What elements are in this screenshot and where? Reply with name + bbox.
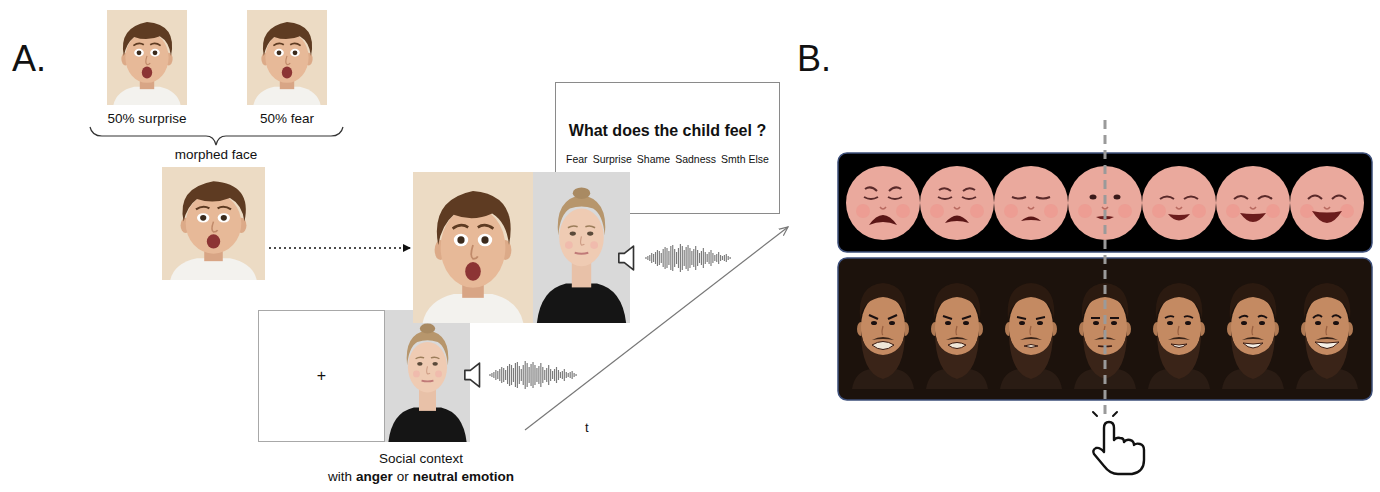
eyes	[938, 188, 976, 199]
hand-pointer-icon	[1093, 422, 1144, 474]
eyes	[864, 187, 902, 199]
baby-expression	[1012, 197, 1050, 221]
caption-line: withangerorneutral emotion	[326, 468, 516, 486]
mouth	[1243, 343, 1263, 348]
mouth	[1315, 342, 1339, 349]
caption-text: or	[397, 468, 409, 486]
mouth	[945, 216, 969, 224]
eyebrows	[869, 315, 897, 319]
eyebrows	[1165, 316, 1193, 318]
question-screen: What does the child feel ? Fear Surprise Sh…	[555, 82, 780, 214]
answer-option: Surprise	[593, 153, 632, 166]
mouth	[1021, 217, 1041, 222]
baby-face	[1290, 166, 1364, 240]
morphed-face-photo	[162, 167, 265, 280]
answer-option: Fear	[566, 153, 588, 166]
panel-letter: B.	[797, 38, 831, 79]
eyebrows	[1313, 315, 1341, 318]
mouth	[1024, 345, 1038, 348]
time-arrow	[525, 227, 788, 430]
eyes	[1234, 196, 1272, 199]
man-face	[852, 283, 914, 389]
baby-expression	[864, 187, 902, 225]
emphasis-text: anger	[356, 468, 393, 486]
fixation-screen: +	[258, 310, 385, 442]
baby-face	[994, 166, 1068, 240]
answer-options: Fear Surprise Shame Sadness Smth Else	[566, 153, 769, 166]
eyes	[1012, 197, 1050, 199]
baby-face	[1216, 166, 1290, 240]
baby-expression	[1308, 196, 1346, 224]
man-expression	[943, 316, 971, 349]
caption-text: with	[328, 468, 352, 486]
mouth	[1171, 344, 1187, 348]
baby-expression	[1160, 197, 1198, 221]
eye	[1114, 195, 1121, 200]
dashed-midline	[1104, 120, 1107, 416]
baby-face	[1142, 166, 1216, 240]
man-expression	[1017, 317, 1045, 348]
answer-option: Sadness	[675, 153, 716, 166]
eyes	[1160, 197, 1198, 200]
morph-percentage: 50% surprise	[108, 111, 187, 127]
bracket	[90, 127, 343, 145]
baby-face	[846, 166, 920, 240]
man-expression	[869, 315, 897, 350]
baby-face	[920, 166, 994, 240]
mouth	[1312, 211, 1342, 223]
eyes	[1308, 196, 1346, 200]
man-face	[926, 283, 988, 389]
question-row: What does the child feel ?	[566, 121, 769, 141]
fixation-cross: +	[317, 367, 326, 385]
surprise-face-photo	[107, 10, 187, 105]
social-context-caption: Social contextwithangerorneutral emotion	[326, 450, 516, 486]
caption-line: Social context	[326, 450, 516, 468]
eye	[1090, 195, 1097, 200]
man-face	[1222, 283, 1284, 389]
morph-percentage: 50% fear	[260, 111, 314, 127]
caption-text: morphed face	[175, 147, 258, 163]
answer-option: Shame	[637, 153, 670, 166]
man-expression	[1313, 315, 1341, 348]
man-face	[1148, 283, 1210, 389]
man-expression	[1165, 316, 1193, 347]
speaker-icon	[465, 363, 480, 387]
answer-option: Smth Else	[721, 153, 769, 166]
mouth	[872, 342, 894, 350]
sound-wave	[490, 361, 576, 389]
eyebrows	[1017, 317, 1045, 319]
mouth	[1240, 213, 1266, 222]
tap-marks	[1093, 412, 1117, 416]
context-face-photo	[533, 172, 630, 323]
mouth	[1168, 214, 1190, 221]
emphasis-text: neutral emotion	[413, 468, 514, 486]
time-axis-label: t	[585, 421, 589, 436]
question-text: What does the child feel ?	[569, 121, 766, 141]
caption-text: Social context	[379, 450, 463, 468]
panel-letter: A.	[12, 38, 46, 79]
dotted-arrow	[269, 247, 410, 248]
eyebrows	[943, 316, 971, 319]
baby-expression	[1234, 196, 1272, 222]
man-expression	[1239, 316, 1267, 348]
stimulus-face-photo	[413, 172, 533, 323]
man-face	[1296, 283, 1358, 389]
sound-wave	[646, 244, 730, 272]
mouth	[869, 215, 897, 225]
context-face-photo	[385, 310, 470, 442]
fear-face-photo	[247, 10, 327, 105]
baby-expression	[938, 188, 976, 223]
mouth	[948, 343, 966, 349]
man-face	[1000, 283, 1062, 389]
eyebrows	[1239, 316, 1267, 318]
speaker-icon	[619, 246, 634, 270]
